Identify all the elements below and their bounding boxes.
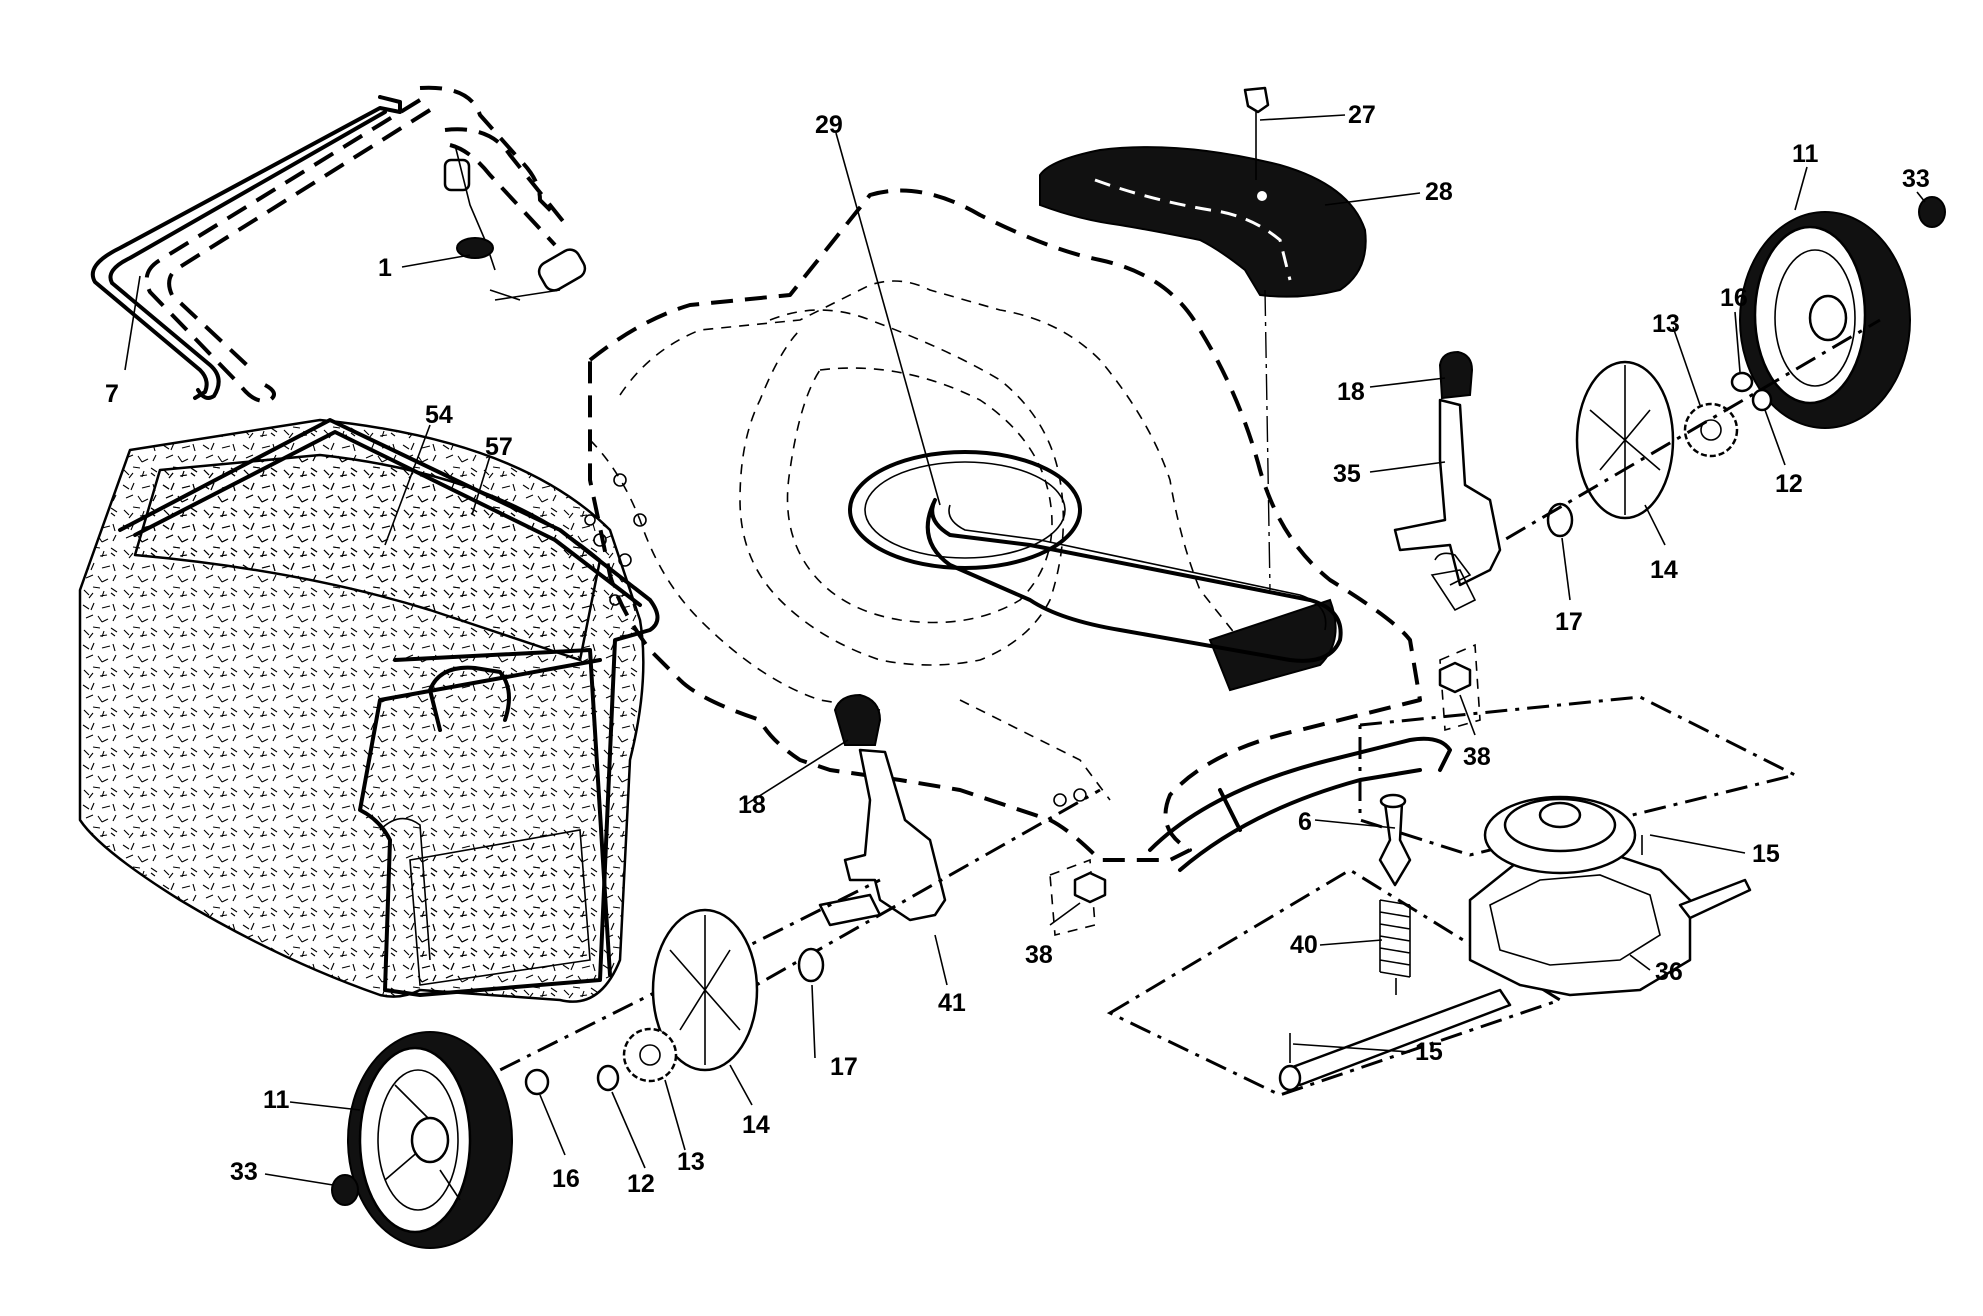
mower-deck	[584, 188, 1452, 872]
callout-13-left: 13	[677, 1148, 705, 1176]
right-washer-16	[1730, 371, 1754, 393]
callout-17-left: 17	[830, 1053, 858, 1081]
right-drive-pinion	[1683, 402, 1739, 458]
cover-bolt	[1243, 86, 1270, 114]
upper-handle-solid	[90, 95, 402, 400]
left-washer-17	[797, 947, 825, 983]
nut-38-right	[1438, 643, 1481, 736]
callout-54: 54	[425, 401, 453, 429]
callout-27: 27	[1348, 101, 1376, 129]
handle-assembly	[90, 85, 587, 403]
right-adjuster-lever	[1393, 398, 1502, 587]
callout-labels: 1 7 54 57 29 27 28 11 33 16 13 18 35 12 …	[105, 101, 1930, 1198]
left-adjuster-lever	[843, 748, 947, 922]
callout-15-lower: 15	[1415, 1038, 1443, 1066]
callout-16-left: 16	[552, 1165, 580, 1193]
callout-28: 28	[1425, 178, 1453, 206]
callout-57: 57	[485, 433, 513, 461]
right-adjuster-knob	[1438, 350, 1474, 400]
grass-bag-handle	[428, 665, 511, 732]
left-wheel-nut	[331, 1174, 359, 1206]
callout-12-left: 12	[627, 1170, 655, 1198]
callout-12-right: 12	[1775, 470, 1803, 498]
blade-control-bail	[835, 132, 1343, 663]
lower-handle-dashed	[144, 85, 557, 403]
right-rear-wheel-assembly	[1469, 166, 1946, 601]
cable-bushing	[456, 237, 494, 259]
callout-7: 7	[105, 380, 119, 408]
nut-38-left	[1049, 788, 1107, 937]
left-height-adjuster	[729, 693, 1101, 1002]
callout-14-left: 14	[742, 1111, 770, 1139]
callout-18-right: 18	[1337, 378, 1365, 406]
transmission-assembly	[1106, 695, 1800, 1097]
bail-rod	[925, 498, 1343, 663]
left-drive-pinion	[622, 1027, 678, 1083]
callout-11-left: 11	[263, 1086, 290, 1114]
callout-40: 40	[1290, 931, 1318, 959]
callout-33-left: 33	[230, 1158, 258, 1186]
hex-nut-right	[1438, 661, 1472, 694]
grass-bag-assembly	[78, 418, 660, 1003]
right-clip-12	[1751, 388, 1773, 412]
right-height-adjuster	[1369, 350, 1502, 612]
rear-cover	[1039, 146, 1367, 298]
callout-18-left: 18	[738, 791, 766, 819]
handle-clamp-right	[537, 248, 587, 292]
callout-35: 35	[1333, 460, 1361, 488]
pivot-bolt	[1378, 801, 1412, 887]
compression-spring	[1379, 899, 1411, 978]
right-wheel-nut	[1918, 196, 1946, 228]
left-front-wheel-assembly	[264, 878, 881, 1249]
pivot-bolt-and-spring	[1314, 793, 1412, 995]
callout-36: 36	[1655, 958, 1683, 986]
left-clip-12	[596, 1064, 620, 1092]
callout-6: 6	[1298, 808, 1312, 836]
rear-cover-assembly	[1039, 86, 1421, 591]
callout-33-right: 33	[1902, 165, 1930, 193]
callout-17-right: 17	[1555, 608, 1583, 636]
callout-1: 1	[378, 254, 392, 282]
callout-41: 41	[938, 989, 966, 1017]
callout-29: 29	[815, 111, 843, 139]
callout-16-right: 16	[1720, 284, 1748, 312]
callout-11-right: 11	[1792, 140, 1819, 168]
deck-baffle	[1208, 598, 1337, 692]
callout-13-right: 13	[1652, 310, 1680, 338]
callout-15-upper: 15	[1752, 840, 1780, 868]
blade-mount-ring	[848, 450, 1082, 570]
deck-outline	[588, 188, 1422, 862]
hex-nut-left	[1073, 871, 1107, 904]
left-adjuster-knob	[833, 693, 882, 746]
handle-clamp-left	[443, 158, 471, 192]
transmission-axle	[1288, 988, 1512, 1087]
callout-38-left: 38	[1025, 941, 1053, 969]
left-washer-16	[524, 1068, 550, 1096]
grass-bag-frame	[118, 418, 660, 997]
callout-38-right: 38	[1463, 743, 1491, 771]
callout-14-right: 14	[1650, 556, 1678, 584]
